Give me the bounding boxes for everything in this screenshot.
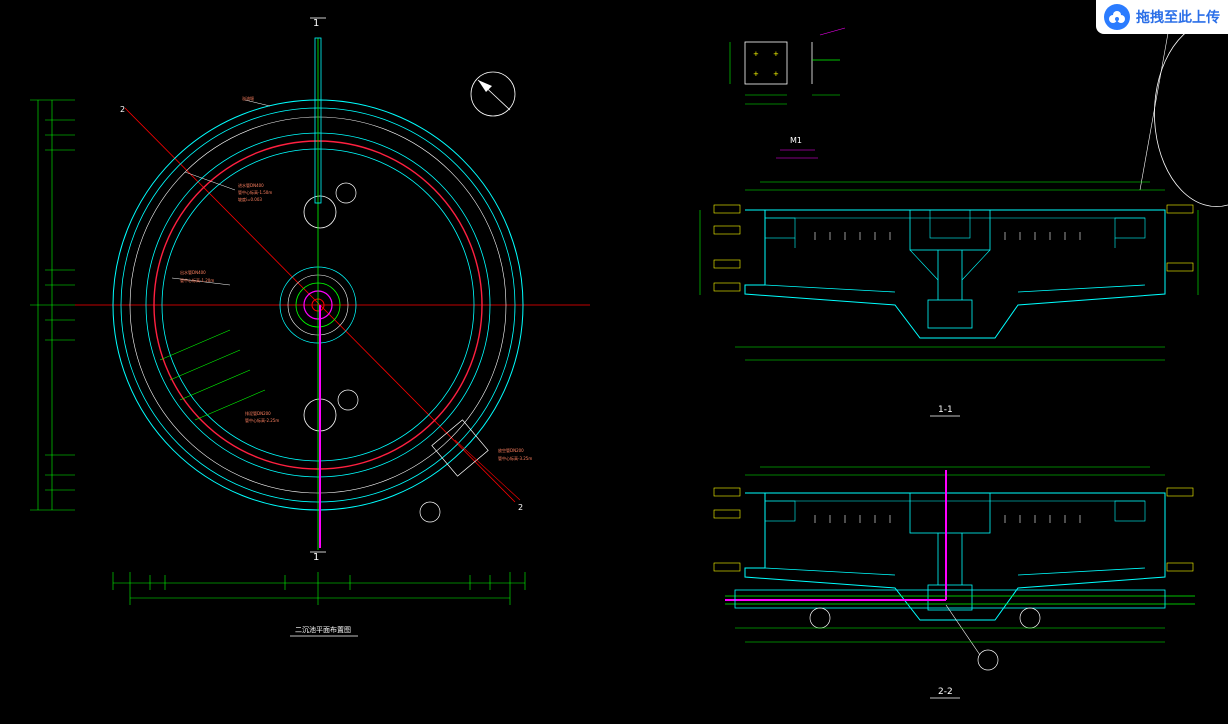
svg-text:+: + [753, 70, 759, 78]
arrow-mark-2-bottom: 2 [518, 503, 523, 512]
section-mark-bottom: 1 [313, 552, 319, 563]
upload-button-label: 拖拽至此上传 [1136, 10, 1220, 26]
svg-text:管中心标高-1.20m: 管中心标高-1.20m [180, 277, 214, 283]
cloud-icon [1104, 4, 1130, 30]
svg-text:溢流堰: 溢流堰 [242, 95, 254, 101]
section-2-2: 2-2 [713, 466, 1195, 699]
plan-title: 二沉池平面布置图 [295, 625, 351, 634]
section-mark-top: 1 [313, 18, 319, 29]
svg-text:进水管DN400: 进水管DN400 [238, 182, 264, 188]
detail-m1: + + + + M1 [729, 27, 846, 159]
svg-text:管中心标高-2.25m: 管中心标高-2.25m [245, 417, 279, 423]
section-2-2-title: 2-2 [938, 687, 953, 697]
svg-text:+: + [773, 50, 779, 58]
svg-text:管中心标高-3.25m: 管中心标高-3.25m [498, 455, 532, 461]
detail-m1-title: M1 [790, 136, 802, 145]
section-1-1: 1-1 [699, 181, 1199, 417]
svg-text:放空管DN200: 放空管DN200 [498, 447, 524, 453]
svg-text:排泥管DN200: 排泥管DN200 [245, 410, 271, 416]
svg-text:出水管DN400: 出水管DN400 [180, 269, 206, 275]
plan-view: 进水管DN400 管中心标高-1.50m 坡度i=0.003 出水管DN400 … [30, 17, 590, 637]
svg-text:管中心标高-1.50m: 管中心标高-1.50m [238, 189, 272, 195]
upload-button[interactable]: 拖拽至此上传 [1096, 0, 1228, 34]
section-1-1-title: 1-1 [938, 405, 953, 415]
svg-text:坡度i=0.003: 坡度i=0.003 [238, 196, 262, 202]
arrow-mark-2-top: 2 [120, 105, 125, 114]
svg-text:+: + [773, 70, 779, 78]
svg-text:+: + [753, 50, 759, 58]
